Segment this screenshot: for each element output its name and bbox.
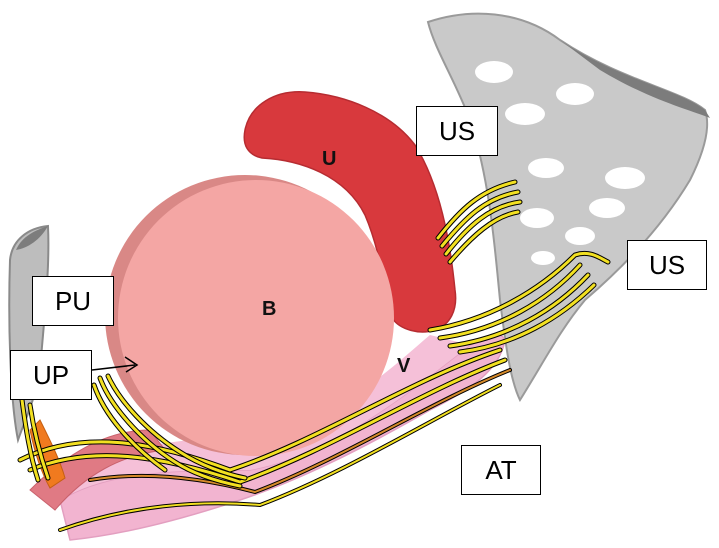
up-label: UP bbox=[10, 350, 92, 400]
bladder-label: B bbox=[262, 298, 276, 321]
us-label-top: US bbox=[416, 106, 498, 156]
at-label: AT bbox=[461, 445, 541, 495]
vagina-label: V bbox=[397, 355, 410, 378]
bladder bbox=[105, 175, 394, 456]
uterus-label: U bbox=[322, 148, 336, 171]
us-label-right: US bbox=[627, 240, 707, 290]
pu-label: PU bbox=[32, 276, 114, 326]
